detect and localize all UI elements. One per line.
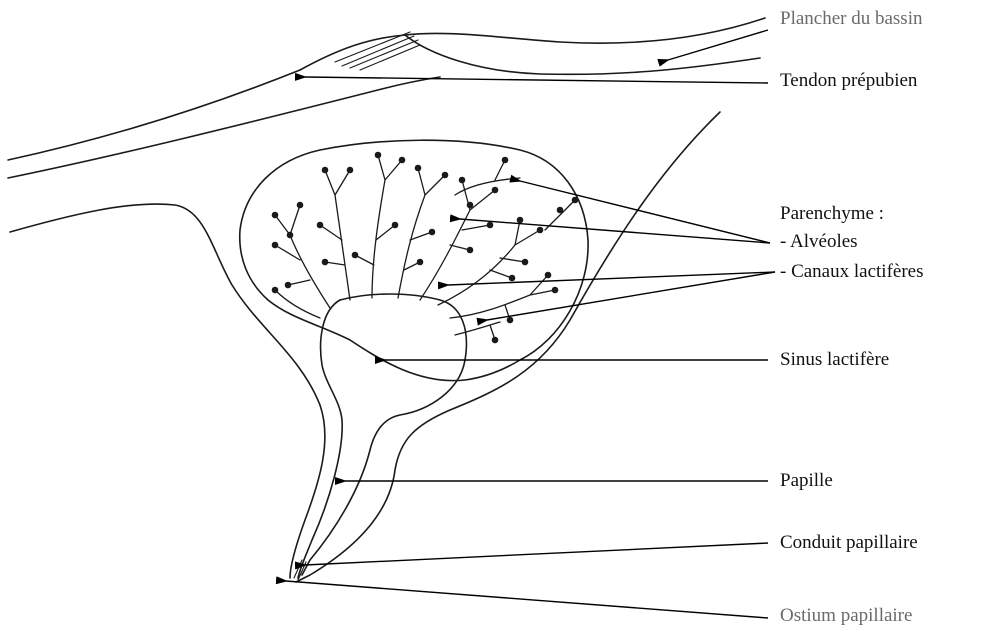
pelvic-floor [300, 18, 765, 74]
label-plancher-du-bassin: Plancher du bassin [780, 8, 922, 30]
label-ostium-papillaire: Ostium papillaire [780, 605, 912, 627]
pointer-arrows [286, 30, 775, 618]
parenchyma-outline [240, 140, 588, 380]
arrow-plancher [668, 30, 768, 60]
label-tendon-prepubien: Tendon prépubien [780, 70, 917, 92]
arrow-canaux-2 [487, 272, 775, 320]
label-parenchyme: Parenchyme : [780, 203, 884, 225]
arrow-canaux-1 [448, 272, 775, 285]
prepubic-tendon [8, 70, 440, 178]
label-canaux-lactiferes: - Canaux lactifères [780, 261, 923, 283]
milk-sinus [298, 294, 466, 578]
label-alveoles: - Alvéoles [780, 231, 858, 253]
udder-outline [10, 112, 720, 582]
label-conduit-papillaire: Conduit papillaire [780, 532, 918, 554]
label-papille: Papille [780, 470, 833, 492]
arrow-conduit [305, 543, 768, 565]
alveoli [272, 152, 579, 344]
arrow-ostium [286, 581, 768, 618]
label-sinus-lactifere: Sinus lactifère [780, 349, 889, 371]
arrow-tendon [305, 77, 768, 83]
